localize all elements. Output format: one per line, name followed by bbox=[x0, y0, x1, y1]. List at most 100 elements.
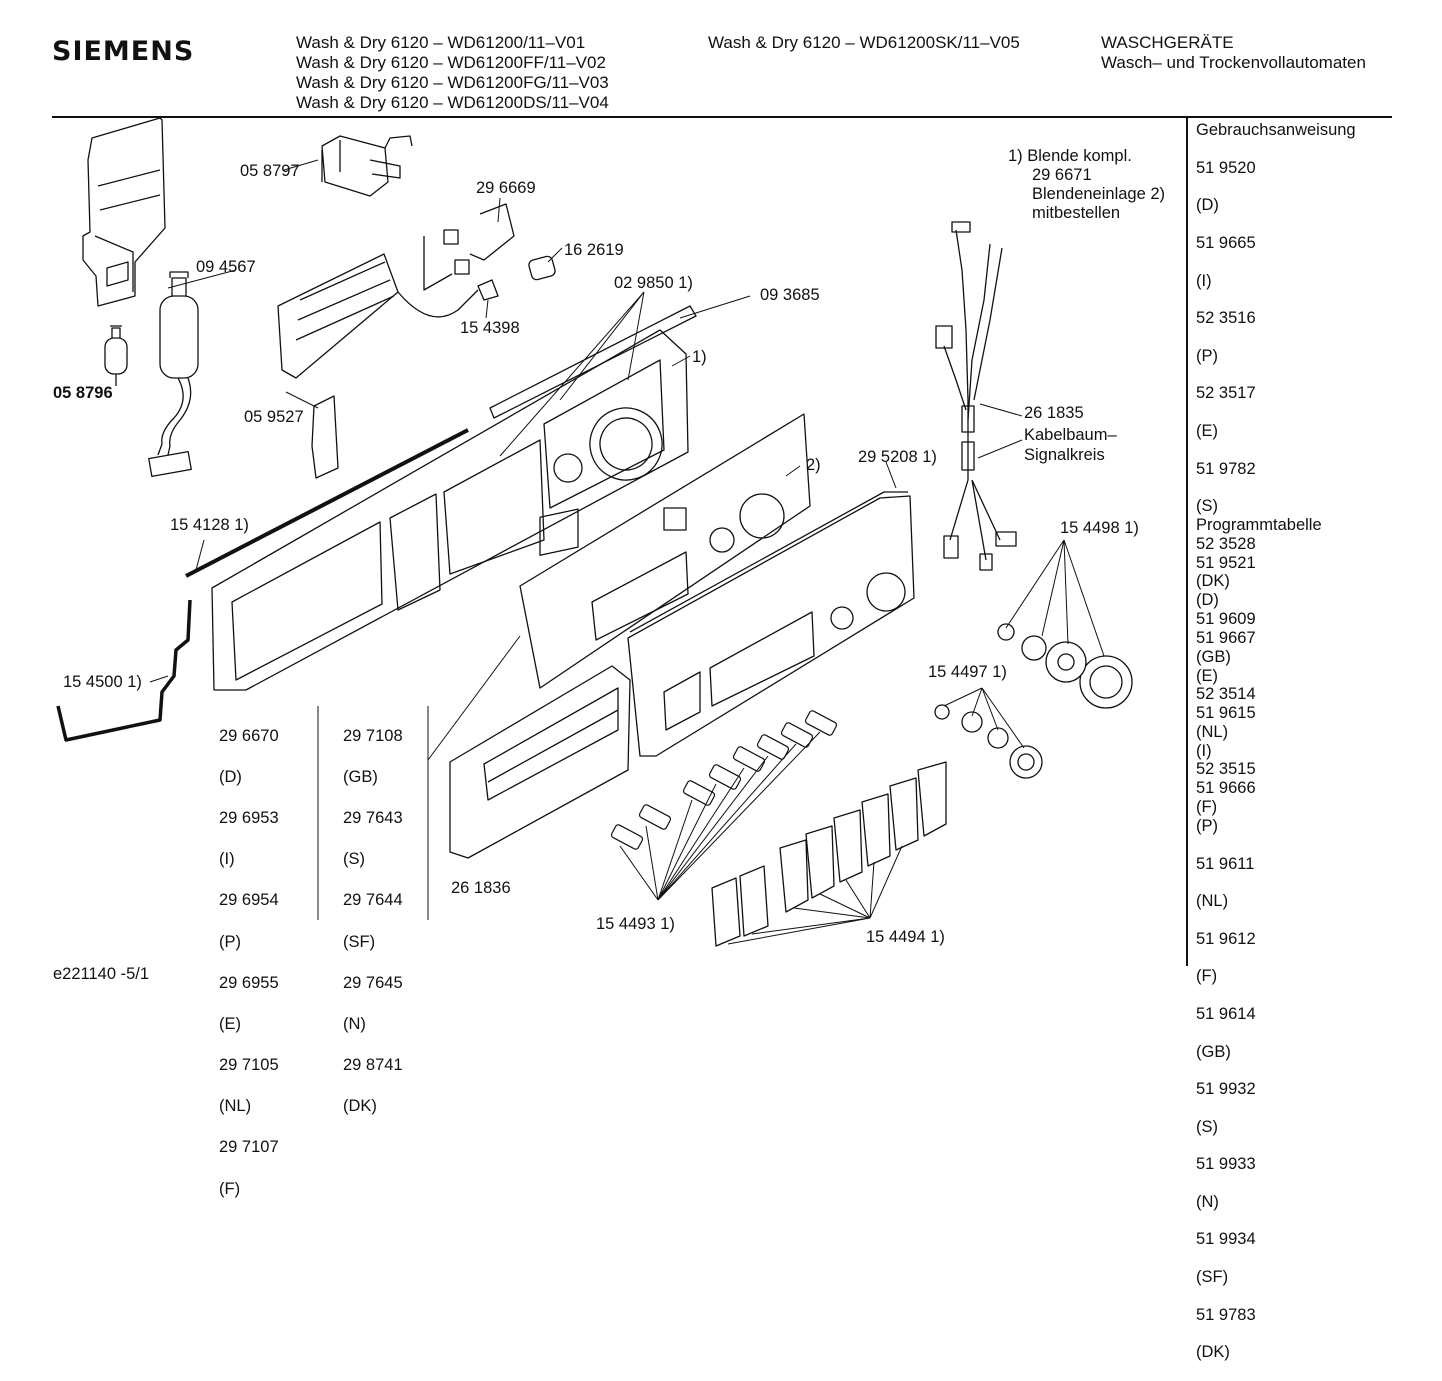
model-line-2: Wash & Dry 6120 – WD61200FF/11–V02 bbox=[296, 53, 606, 72]
program-entry: 51 9615 bbox=[1196, 704, 1256, 723]
exploded-diagram bbox=[0, 0, 1442, 1019]
program-entry: 51 9932 bbox=[1196, 1080, 1256, 1099]
manual-entry: 51 9782 bbox=[1196, 459, 1256, 478]
knob-large bbox=[998, 624, 1132, 708]
variant-entry: (D) bbox=[219, 767, 242, 786]
control-panel-frame bbox=[212, 306, 696, 690]
program-entry: (I) bbox=[1196, 741, 1212, 760]
label-261835-2: Kabelbaum– bbox=[1024, 426, 1117, 444]
manual-entry: 51 9520 bbox=[1196, 158, 1256, 177]
label-162619: 16 2619 bbox=[564, 241, 624, 259]
label-093685: 09 3685 bbox=[760, 286, 820, 304]
program-entry: 51 9934 bbox=[1196, 1230, 1256, 1249]
program-entry: 51 9614 bbox=[1196, 1004, 1256, 1023]
manual-entry: 52 3515 bbox=[1196, 760, 1256, 779]
label-261836: 26 1836 bbox=[451, 879, 511, 897]
manual-entry: 52 3514 bbox=[1196, 685, 1256, 704]
variant-entry: 29 7107 bbox=[219, 1138, 279, 1157]
variant-entry: 29 7105 bbox=[219, 1056, 279, 1075]
program-entry: (D) bbox=[1196, 591, 1219, 610]
leader-lines bbox=[150, 160, 1104, 944]
note-line-3: Blendeneinlage 2) bbox=[1032, 185, 1166, 203]
label-154493: 15 4493 1) bbox=[596, 915, 675, 933]
label-296669: 29 6669 bbox=[476, 179, 536, 197]
variant-entry: (E) bbox=[219, 1014, 241, 1033]
label-154500: 15 4500 1) bbox=[63, 673, 142, 691]
switch-part bbox=[322, 136, 412, 196]
variant-entry: 29 6954 bbox=[219, 891, 279, 910]
program-entry: 51 9612 bbox=[1196, 929, 1256, 948]
variant-entry: 29 7644 bbox=[343, 891, 403, 910]
program-entry: (F) bbox=[1196, 967, 1218, 986]
model-line-4: Wash & Dry 6120 – WD61200DS/11–V04 bbox=[296, 93, 609, 112]
label-094567: 09 4567 bbox=[196, 258, 256, 276]
label-154497: 15 4497 1) bbox=[928, 663, 1007, 681]
variant-entry: (F) bbox=[219, 1179, 241, 1198]
seal-strip bbox=[186, 430, 468, 576]
manual-entry: 52 3528 bbox=[1196, 534, 1256, 553]
program-entry: (GB) bbox=[1196, 1042, 1231, 1061]
label-154494: 15 4494 1) bbox=[866, 928, 945, 946]
model-line-3: Wash & Dry 6120 – WD61200FG/11–V03 bbox=[296, 73, 609, 92]
label-154398: 15 4398 bbox=[460, 319, 520, 337]
program-entry: (E) bbox=[1196, 666, 1218, 685]
latch-part bbox=[312, 396, 338, 478]
document-id: e221140 -5/1 bbox=[53, 965, 150, 983]
model-line-5: Wash & Dry 6120 – WD61200SK/11–V05 bbox=[708, 33, 1020, 52]
note-line-1: 1) Blende kompl. bbox=[1008, 147, 1132, 165]
sidebar-divider bbox=[1186, 118, 1188, 966]
note-line-4: mitbestellen bbox=[1032, 204, 1121, 222]
note-line-2: 29 6671 bbox=[1032, 166, 1092, 184]
label-154128: 15 4128 1) bbox=[170, 516, 249, 534]
drawer-handle bbox=[450, 666, 630, 858]
program-entry: 51 9783 bbox=[1196, 1305, 1256, 1324]
label-fn1: 1) bbox=[692, 348, 707, 366]
variant-entry: (DK) bbox=[343, 1097, 377, 1116]
program-entry: 51 9611 bbox=[1196, 854, 1255, 873]
model-line-1: Wash & Dry 6120 – WD61200/11–V01 bbox=[296, 33, 586, 52]
program-entry: 51 9521 bbox=[1196, 553, 1256, 572]
manual-entry: (S) bbox=[1196, 497, 1218, 516]
variant-entry: 29 7643 bbox=[343, 808, 403, 827]
label-058797: 05 8797 bbox=[240, 162, 300, 180]
variant-entry: 29 7108 bbox=[343, 726, 403, 745]
capacitor-small bbox=[105, 326, 127, 386]
front-panel bbox=[628, 492, 914, 756]
manual-entry: 52 3517 bbox=[1196, 384, 1256, 403]
manual-entry: (DK) bbox=[1196, 572, 1230, 591]
manual-entry: 51 9609 bbox=[1196, 609, 1256, 628]
program-entry: (P) bbox=[1196, 816, 1218, 835]
knob-small bbox=[935, 705, 1042, 778]
program-title: Programmtabelle bbox=[1196, 516, 1322, 534]
variant-entry: (S) bbox=[343, 850, 365, 869]
springs bbox=[610, 710, 837, 850]
program-entry: (N) bbox=[1196, 1192, 1219, 1211]
manual-entry: (D) bbox=[1196, 196, 1219, 215]
label-029850: 02 9850 1) bbox=[614, 274, 693, 292]
variant-entry: (I) bbox=[219, 850, 235, 869]
manual-entry: (I) bbox=[1196, 271, 1212, 290]
variant-entry: 29 7645 bbox=[343, 973, 403, 992]
manual-entry: 52 3516 bbox=[1196, 309, 1256, 328]
variant-entry: (P) bbox=[219, 932, 241, 951]
program-entry: (DK) bbox=[1196, 1343, 1230, 1362]
variant-entry: 29 6953 bbox=[219, 808, 279, 827]
bracket-part bbox=[83, 118, 165, 306]
manual-entry: (NL) bbox=[1196, 722, 1229, 741]
program-entry: 51 9667 bbox=[1196, 628, 1256, 647]
variant-entry: 29 6955 bbox=[219, 973, 279, 992]
category-subtitle: Wasch– und Trockenvollautomaten bbox=[1101, 53, 1366, 72]
clip-part bbox=[478, 280, 498, 300]
variant-entry: 29 6670 bbox=[219, 726, 279, 745]
variant-entry: (SF) bbox=[343, 932, 376, 951]
manual-list: 51 9520 (D) 51 9665 (I) 52 3516 (P) 52 3… bbox=[1196, 140, 1256, 835]
label-059527: 05 9527 bbox=[244, 408, 304, 426]
manual-entry: (F) bbox=[1196, 797, 1218, 816]
category-title: WASCHGERÄTE bbox=[1101, 33, 1234, 52]
manual-title: Gebrauchsanweisung bbox=[1196, 121, 1356, 139]
insert-panel bbox=[520, 414, 810, 688]
capacitor-large bbox=[149, 272, 198, 476]
push-buttons bbox=[712, 762, 946, 946]
program-entry: 51 9933 bbox=[1196, 1155, 1256, 1174]
variant-entry: (N) bbox=[343, 1014, 366, 1033]
